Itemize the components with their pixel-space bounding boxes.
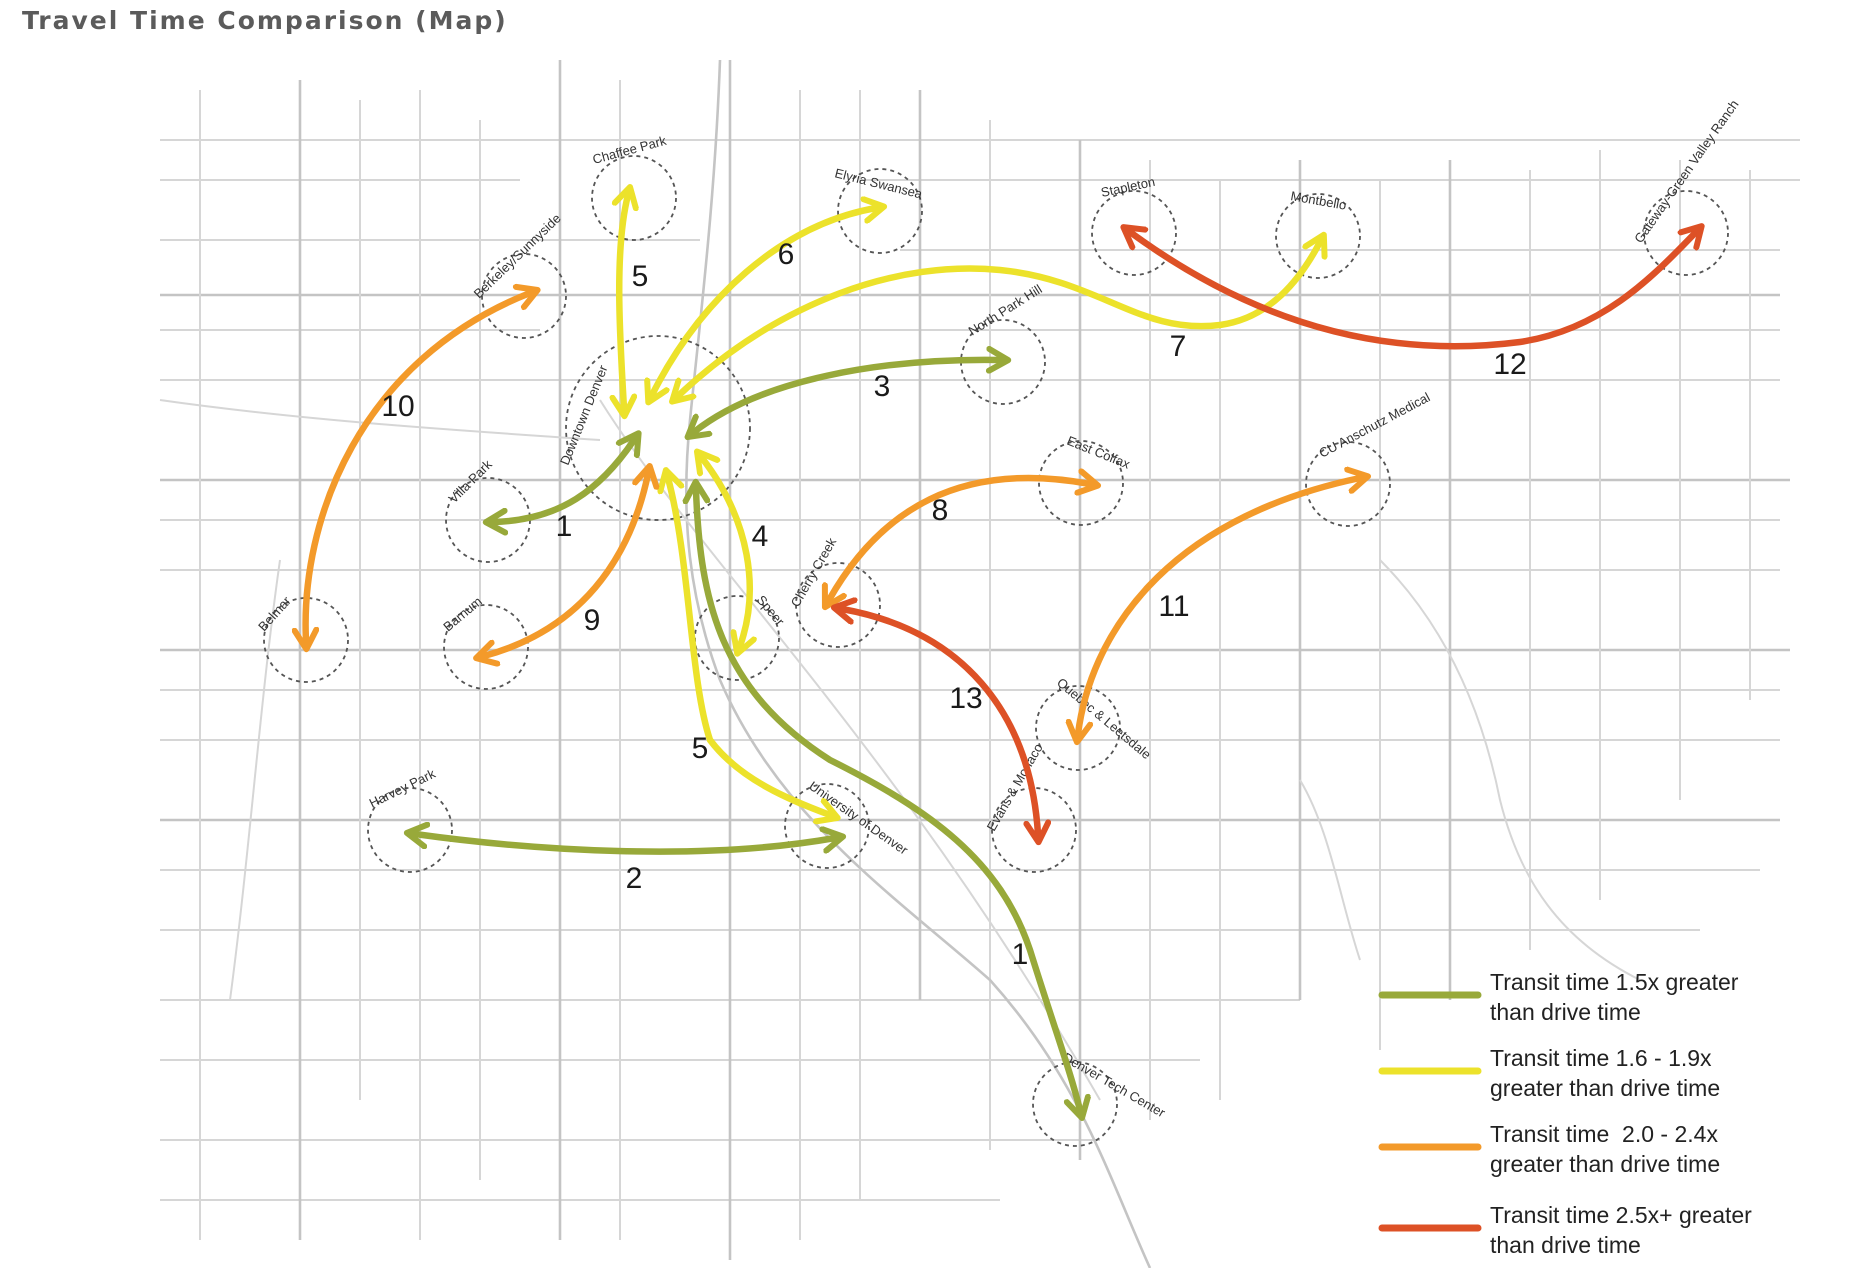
label-elyria: Elyria Swansea	[833, 165, 924, 201]
legend-label-red-1: Transit time 2.5x+ greater	[1490, 1202, 1752, 1228]
route-number-6: 6	[778, 238, 795, 271]
route-number-9: 9	[584, 604, 601, 637]
route-number-10: 10	[381, 390, 414, 423]
route-number-13: 13	[949, 682, 982, 715]
map-title: Travel Time Comparison (Map)	[22, 6, 508, 35]
route-number-1b: 1	[1012, 938, 1029, 971]
route-13	[842, 609, 1038, 834]
route-2	[415, 834, 835, 855]
zone-cuanschutz	[1305, 441, 1391, 527]
label-villapark: Villa Park	[446, 457, 496, 507]
route-number-12: 12	[1493, 348, 1526, 381]
route-number-2: 2	[626, 862, 643, 895]
route-number-4: 4	[752, 520, 769, 553]
route-number-5b: 5	[692, 732, 709, 765]
zone-chaffee	[591, 155, 677, 241]
route-number-11: 11	[1158, 590, 1189, 623]
label-gateway: Gateway-Green Valley Ranch	[1631, 97, 1741, 246]
label-quebec: Quebec & Leetsdale	[1054, 675, 1154, 762]
route-3	[694, 360, 1000, 432]
route-10	[306, 293, 530, 641]
route-number-5a: 5	[632, 260, 649, 293]
label-eastcolfax: East Colfax	[1065, 433, 1133, 472]
label-montbello: Montbello	[1289, 188, 1347, 213]
legend-label-green-1: Transit time 1.5x greater	[1490, 969, 1739, 995]
label-berkeley: Berkeley/Sunnyside	[471, 211, 564, 302]
label-barnum: Barnum	[440, 594, 485, 635]
label-stapleton: Stapleton	[1100, 174, 1157, 200]
route-6	[652, 208, 876, 395]
route-arrows	[306, 195, 1696, 1110]
legend-label-yellow-2: greater than drive time	[1490, 1075, 1720, 1101]
route-4	[702, 458, 750, 646]
label-cuanschutz: CU Anschutz Medical	[1316, 389, 1432, 460]
label-downtown: Downtown Denver	[557, 362, 611, 467]
route-5-udenver	[668, 478, 830, 815]
label-harveypark: Harvey Park	[367, 766, 438, 811]
label-udenver: University of Denver	[806, 778, 911, 858]
legend-label-red-2: than drive time	[1490, 1232, 1641, 1258]
route-11	[1078, 478, 1360, 734]
legend-label-yellow-1: Transit time 1.6 - 1.9x	[1490, 1045, 1712, 1071]
legend-label-orange-2: greater than drive time	[1490, 1151, 1720, 1177]
map-legend: Transit time 1.5x greater than drive tim…	[1378, 969, 1752, 1258]
route-5-chaffee	[619, 195, 628, 408]
label-chaffee: Chaffee Park	[591, 133, 668, 167]
route-8	[829, 478, 1090, 600]
route-number-8: 8	[932, 494, 949, 527]
route-number-7: 7	[1170, 330, 1187, 363]
legend-label-green-2: than drive time	[1490, 999, 1641, 1025]
legend-label-orange-1: Transit time 2.0 - 2.4x	[1490, 1121, 1718, 1147]
route-numbers: 1 1 2 3 4 5 5 6 7 8 9 10 11 12 13	[381, 238, 1526, 971]
route-12	[1130, 232, 1696, 350]
route-number-3: 3	[874, 370, 891, 403]
route-1-dtc	[696, 490, 1080, 1110]
route-number-1a: 1	[556, 510, 573, 543]
